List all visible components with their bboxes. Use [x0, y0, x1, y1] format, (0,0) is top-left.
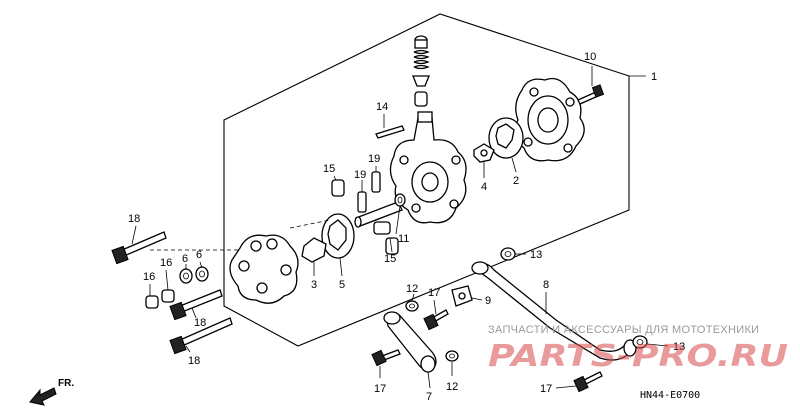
- leader-16b: [165, 269, 169, 291]
- washer-6b: [195, 266, 209, 282]
- callout-13b: 13: [673, 341, 685, 353]
- o-ring-11: [394, 193, 406, 207]
- callout-17c: 17: [540, 383, 552, 395]
- leader-17c: [555, 385, 577, 389]
- leader-13b: [646, 343, 669, 347]
- pump-cover-left: [229, 234, 299, 304]
- collar-15b: [385, 237, 399, 255]
- callout-18a: 18: [128, 213, 140, 225]
- bolt-18a: [111, 231, 167, 265]
- watermark-logo: PARTS-PRO.RU: [488, 339, 788, 374]
- callout-13a: 13: [530, 249, 542, 261]
- bolt-18b: [169, 289, 223, 321]
- callout-9: 9: [485, 295, 491, 307]
- washer-6a: [179, 268, 193, 284]
- leader-18c: [185, 345, 191, 353]
- inner-rotor-4: [473, 143, 495, 163]
- callout-15a: 15: [323, 163, 335, 175]
- assembly-boundary: [223, 13, 630, 347]
- callout-15b: 15: [384, 253, 396, 265]
- callout-12a: 12: [406, 283, 418, 295]
- callout-10: 10: [584, 51, 596, 63]
- washer-13b: [632, 335, 648, 349]
- callout-18b: 18: [194, 317, 206, 329]
- callout-3: 3: [311, 279, 317, 291]
- callout-7: 7: [426, 391, 432, 403]
- washer-12b: [445, 350, 459, 362]
- leader-9: [471, 297, 483, 301]
- pump-shaft: [354, 201, 403, 235]
- callout-12b: 12: [446, 381, 458, 393]
- bolt-17b: [371, 349, 401, 367]
- inner-rotor-3: [301, 237, 327, 263]
- front-direction-label: FR.: [58, 378, 74, 389]
- leader-12a: [411, 293, 415, 302]
- leader-7: [427, 371, 431, 389]
- washer-13a: [500, 247, 516, 261]
- axis-line: [150, 219, 331, 251]
- collar-15a: [331, 179, 345, 197]
- callout-16a: 16: [143, 271, 155, 283]
- dowel-pin-19a: [357, 191, 367, 213]
- pin-14: [375, 125, 405, 139]
- leader-18b: [191, 307, 197, 319]
- callout-17b: 17: [374, 383, 386, 395]
- callout-19b: 19: [368, 153, 380, 165]
- bolt-18c: [169, 317, 233, 355]
- callouts: 1 2 3 4 5 6 6 7 8 9 10 11 12 12 13 13 14…: [128, 51, 685, 403]
- leader-5: [339, 257, 343, 277]
- pump-cover-right: [514, 77, 585, 162]
- bolt-17c: [573, 371, 603, 393]
- relief-valve-stack: [412, 35, 430, 107]
- leader-18a: [131, 225, 137, 245]
- callout-11: 11: [398, 233, 409, 245]
- diagram-code: HN44-E0700: [640, 390, 700, 401]
- leader-2: [511, 157, 517, 173]
- front-direction-arrow: FR.: [29, 378, 74, 406]
- bracket-9: [451, 285, 473, 307]
- leader-11: [395, 205, 401, 235]
- callout-17a: 17: [428, 287, 440, 299]
- callout-4: 4: [481, 181, 487, 193]
- collar-16b: [161, 289, 175, 303]
- callout-14: 14: [376, 101, 388, 113]
- leader-15b: [389, 237, 393, 253]
- pump-body: [389, 111, 467, 224]
- watermark-tagline: ЗАПЧАСТИ И АКСЕССУАРЫ ДЛЯ МОТОТЕХНИКИ: [488, 324, 759, 336]
- dowel-pin-19b: [371, 171, 381, 193]
- watermark: ЗАПЧАСТИ И АКСЕССУАРЫ ДЛЯ МОТОТЕХНИКИ PA…: [488, 324, 788, 374]
- outer-rotor-2: [488, 117, 524, 159]
- bolt-10: [577, 84, 605, 105]
- collar-16a: [145, 295, 159, 309]
- callout-8: 8: [543, 279, 549, 291]
- callout-5: 5: [339, 279, 345, 291]
- leader-17a: [433, 299, 437, 315]
- callout-2: 2: [513, 175, 519, 187]
- callout-18c: 18: [188, 355, 200, 367]
- leader-6b: [199, 261, 203, 269]
- outer-rotor-5: [321, 213, 355, 259]
- washer-12a: [405, 300, 419, 312]
- callout-6a: 6: [182, 253, 188, 265]
- oil-pipe-7: [383, 311, 437, 373]
- callout-19a: 19: [354, 169, 366, 181]
- callout-16b: 16: [160, 257, 172, 269]
- bolt-17a: [423, 309, 449, 331]
- leader-15a: [333, 175, 337, 181]
- callout-6b: 6: [196, 249, 202, 261]
- callout-1: 1: [651, 71, 657, 83]
